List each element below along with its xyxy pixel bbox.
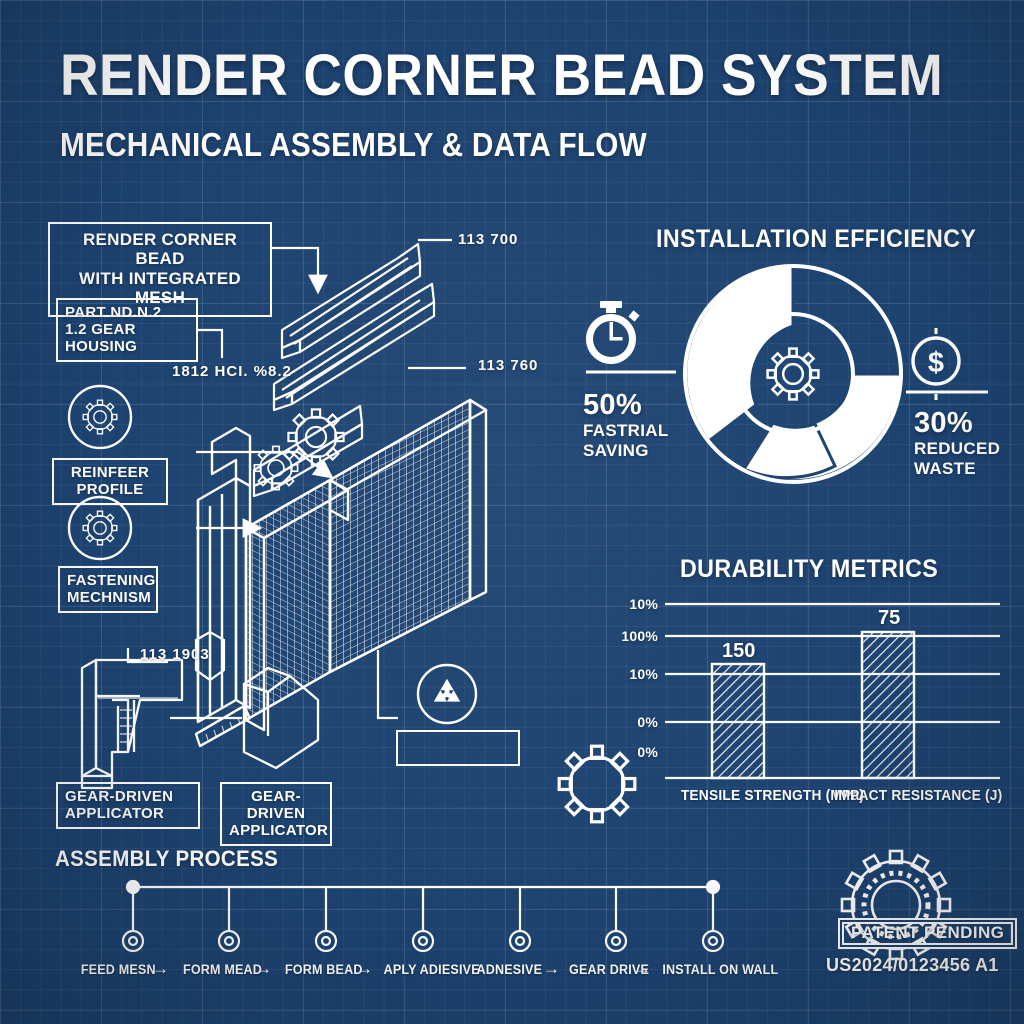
- patent-pending-badge[interactable]: PATENT PENDING: [838, 918, 1018, 949]
- process-title: ASSEMBLY PROCESS: [55, 846, 279, 871]
- efficiency-left-line1: FASTRIAL: [583, 421, 669, 441]
- svg-text:$: $: [928, 347, 944, 379]
- y-axis-tick-4: 0%: [637, 744, 658, 760]
- dimension-lower: 113 1903: [140, 646, 210, 663]
- bar-category-tensile: TENSILE STRENGTH (MPa): [680, 788, 865, 804]
- process-timeline: [121, 879, 725, 953]
- efficiency-donut-chart: [586, 264, 988, 484]
- callout-reinforce-profile[interactable]: REINFEER PROFILE: [52, 458, 168, 506]
- y-axis-tick-2: 10%: [629, 666, 658, 682]
- dimension-top: 113 700: [458, 231, 519, 248]
- efficiency-stat-left: 50% FASTRIAL SAVING: [583, 390, 669, 460]
- callout-fastening-line1: FASTENING: [67, 572, 156, 589]
- process-step-3[interactable]: FORM BEAD: [284, 962, 363, 977]
- callout-applicator-right-line1: GEAR-DRIVEN: [246, 788, 306, 823]
- page-subtitle: MECHANICAL ASSEMBLY & DATA FLOW: [60, 126, 647, 163]
- callout-part-number-line1: PART ND.N.2: [65, 304, 162, 321]
- process-step-7[interactable]: INSTALL ON WALL: [662, 962, 779, 977]
- callout-main-bead-line1: RENDER CORNER BEAD: [82, 230, 238, 269]
- callout-part-number[interactable]: PART ND.N.2 1.2 GEAR HOUSING: [56, 298, 198, 363]
- efficiency-right-line1: REDUCED: [914, 439, 1001, 459]
- process-arrow-1: →: [152, 959, 169, 978]
- callout-applicator-left-line1: GEAR-DRIVEN: [65, 788, 174, 805]
- efficiency-right-line2: WASTE: [914, 459, 976, 479]
- callout-reinforce-profile-label: REINFEER PROFILE: [70, 464, 150, 499]
- process-step-2[interactable]: FORM MEAD: [182, 962, 263, 977]
- bar-value-tensile: 150: [722, 640, 756, 662]
- process-step-1[interactable]: FEED MESN: [80, 962, 156, 977]
- callout-fastening-mechanism[interactable]: FASTENING MECHNISM: [58, 566, 158, 614]
- callout-applicator-right-line2: APPLICATOR: [229, 822, 329, 840]
- process-arrow-5: →: [543, 959, 560, 978]
- callout-empty-box[interactable]: [396, 730, 520, 766]
- y-axis-tick-3: 0%: [637, 714, 658, 730]
- efficiency-right-value: 30%: [914, 407, 973, 439]
- efficiency-left-value: 50%: [583, 389, 642, 421]
- recycle-icon: [416, 663, 478, 725]
- dimension-mid: 113 760: [478, 357, 539, 374]
- efficiency-stat-right: 30% REDUCED WASTE: [914, 408, 1000, 478]
- callout-part-number-line2: 1.2 GEAR HOUSING: [65, 321, 138, 356]
- efficiency-left-line2: SAVING: [583, 441, 649, 461]
- reinforce-gear-icon: [67, 384, 133, 450]
- callout-applicator-left-line2: APPLICATOR: [65, 805, 165, 823]
- process-arrow-2: →: [255, 959, 272, 978]
- patent-seal-icon: [840, 849, 952, 961]
- fastening-gear-icon: [67, 495, 133, 561]
- callout-main-bead-line2: WITH INTEGRATED MESH: [79, 268, 241, 308]
- process-step-6[interactable]: GEAR DRIVE: [569, 962, 650, 977]
- y-axis-tick-1: 100%: [621, 628, 658, 644]
- callout-applicator-left[interactable]: GEAR-DRIVEN APPLICATOR: [56, 782, 200, 830]
- process-step-5[interactable]: ADNESIVE: [476, 962, 543, 977]
- callout-fastening-line2: MECHNISM: [67, 589, 152, 607]
- dollar-coin-icon: $: [911, 328, 961, 400]
- durability-bar-chart: [557, 602, 1000, 824]
- process-arrow-6: →: [634, 959, 651, 978]
- efficiency-title: INSTALLATION EFFICIENCY: [656, 225, 977, 253]
- callout-applicator-right[interactable]: GEAR-DRIVEN APPLICATOR: [220, 782, 332, 847]
- callout-main-bead[interactable]: RENDER CORNER BEAD WITH INTEGRATED MESH: [48, 222, 272, 317]
- durability-title: DURABILITY METRICS: [680, 555, 939, 583]
- process-step-4[interactable]: APLY ADIESIVE: [383, 962, 480, 977]
- bar-category-impact: IMPACT RESISTANCE (J): [834, 788, 1003, 804]
- y-axis-tick-0: 10%: [629, 596, 658, 612]
- bar-value-impact: 75: [878, 607, 901, 629]
- page-title: RENDER CORNER BEAD SYSTEM: [60, 43, 944, 108]
- stopwatch-icon: [586, 301, 640, 364]
- patent-number: US2024/0123456 A1: [826, 955, 999, 975]
- part-code-text: 1812 HCI. %8.2: [172, 363, 292, 380]
- process-arrow-3: →: [356, 959, 373, 978]
